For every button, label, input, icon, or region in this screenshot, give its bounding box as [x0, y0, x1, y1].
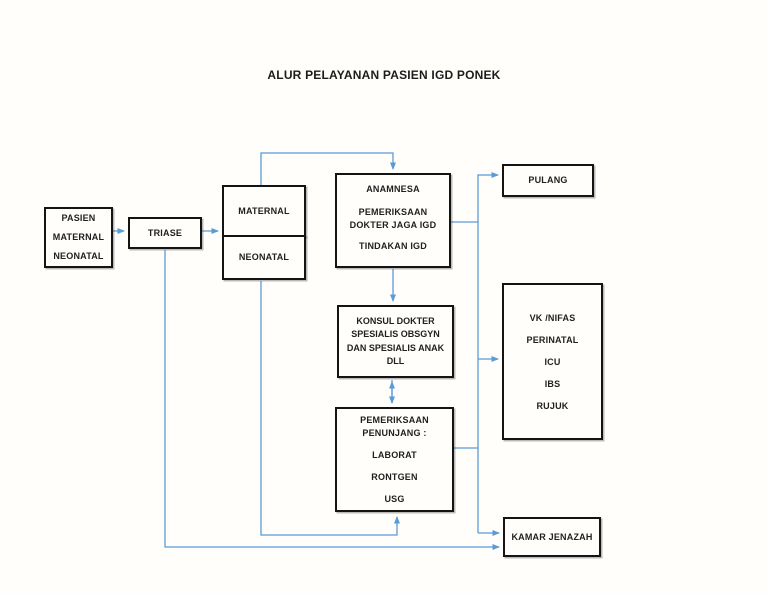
box-line: PEMERIKSAAN — [360, 415, 429, 425]
box-line: USG — [384, 494, 405, 504]
box-line: NEONATAL — [53, 251, 104, 261]
box-pemeriksaan-penunjang: PEMERIKSAAN PENUNJANG : LABORAT RONTGEN … — [335, 407, 454, 512]
box-line: PASIEN — [61, 213, 96, 223]
box-kamar-jenazah: KAMAR JENAZAH — [503, 517, 601, 557]
box-label: MATERNAL — [238, 205, 290, 216]
box-line: DAN SPESIALIS ANAK — [346, 342, 445, 353]
box-line: DOKTER JAGA IGD — [349, 220, 437, 230]
box-line: PENUNJANG : — [362, 428, 427, 438]
box-label: NEONATAL — [238, 252, 290, 262]
box-triase: TRIASE — [128, 217, 202, 249]
box-line: MATERNAL — [52, 232, 105, 242]
box-line: LABORAT — [372, 450, 417, 460]
box-line: ANAMNESA — [366, 184, 420, 194]
box-line: SPESIALIS OBSGYN — [351, 329, 440, 339]
box-line: PERINATAL — [526, 334, 579, 345]
box-line: ICU — [544, 356, 561, 367]
box-line: IBS — [544, 378, 561, 389]
box-line: VK /NIFAS — [529, 312, 576, 323]
box-konsul-spesialis: KONSUL DOKTER SPESIALIS OBSGYN DAN SPESI… — [337, 305, 454, 378]
box-line: KONSUL DOKTER — [356, 315, 435, 326]
box-line: RUJUK — [536, 400, 569, 411]
box-label: PULANG — [528, 175, 568, 185]
box-line: PEMERIKSAAN — [358, 207, 428, 217]
box-neonatal: NEONATAL — [222, 235, 306, 280]
box-pulang: PULANG — [502, 164, 594, 197]
box-pasien-maternal-neonatal: PASIEN MATERNAL NEONATAL — [44, 207, 113, 268]
box-label: KAMAR JENAZAH — [511, 531, 593, 542]
box-line: DLL — [386, 356, 405, 366]
connector-trunk-to-pulang — [477, 172, 499, 533]
box-maternal: MATERNAL — [222, 185, 306, 237]
box-line: TINDAKAN IGD — [359, 241, 427, 251]
box-line: RONTGEN — [371, 472, 418, 482]
box-label: TRIASE — [147, 227, 183, 238]
diagram-title: ALUR PELAYANAN PASIEN IGD PONEK — [267, 68, 501, 82]
box-anamnesa-igd: ANAMNESA PEMERIKSAAN DOKTER JAGA IGD TIN… — [335, 173, 451, 268]
box-disposisi-rawat: VK /NIFAS PERINATAL ICU IBS RUJUK — [502, 283, 603, 440]
